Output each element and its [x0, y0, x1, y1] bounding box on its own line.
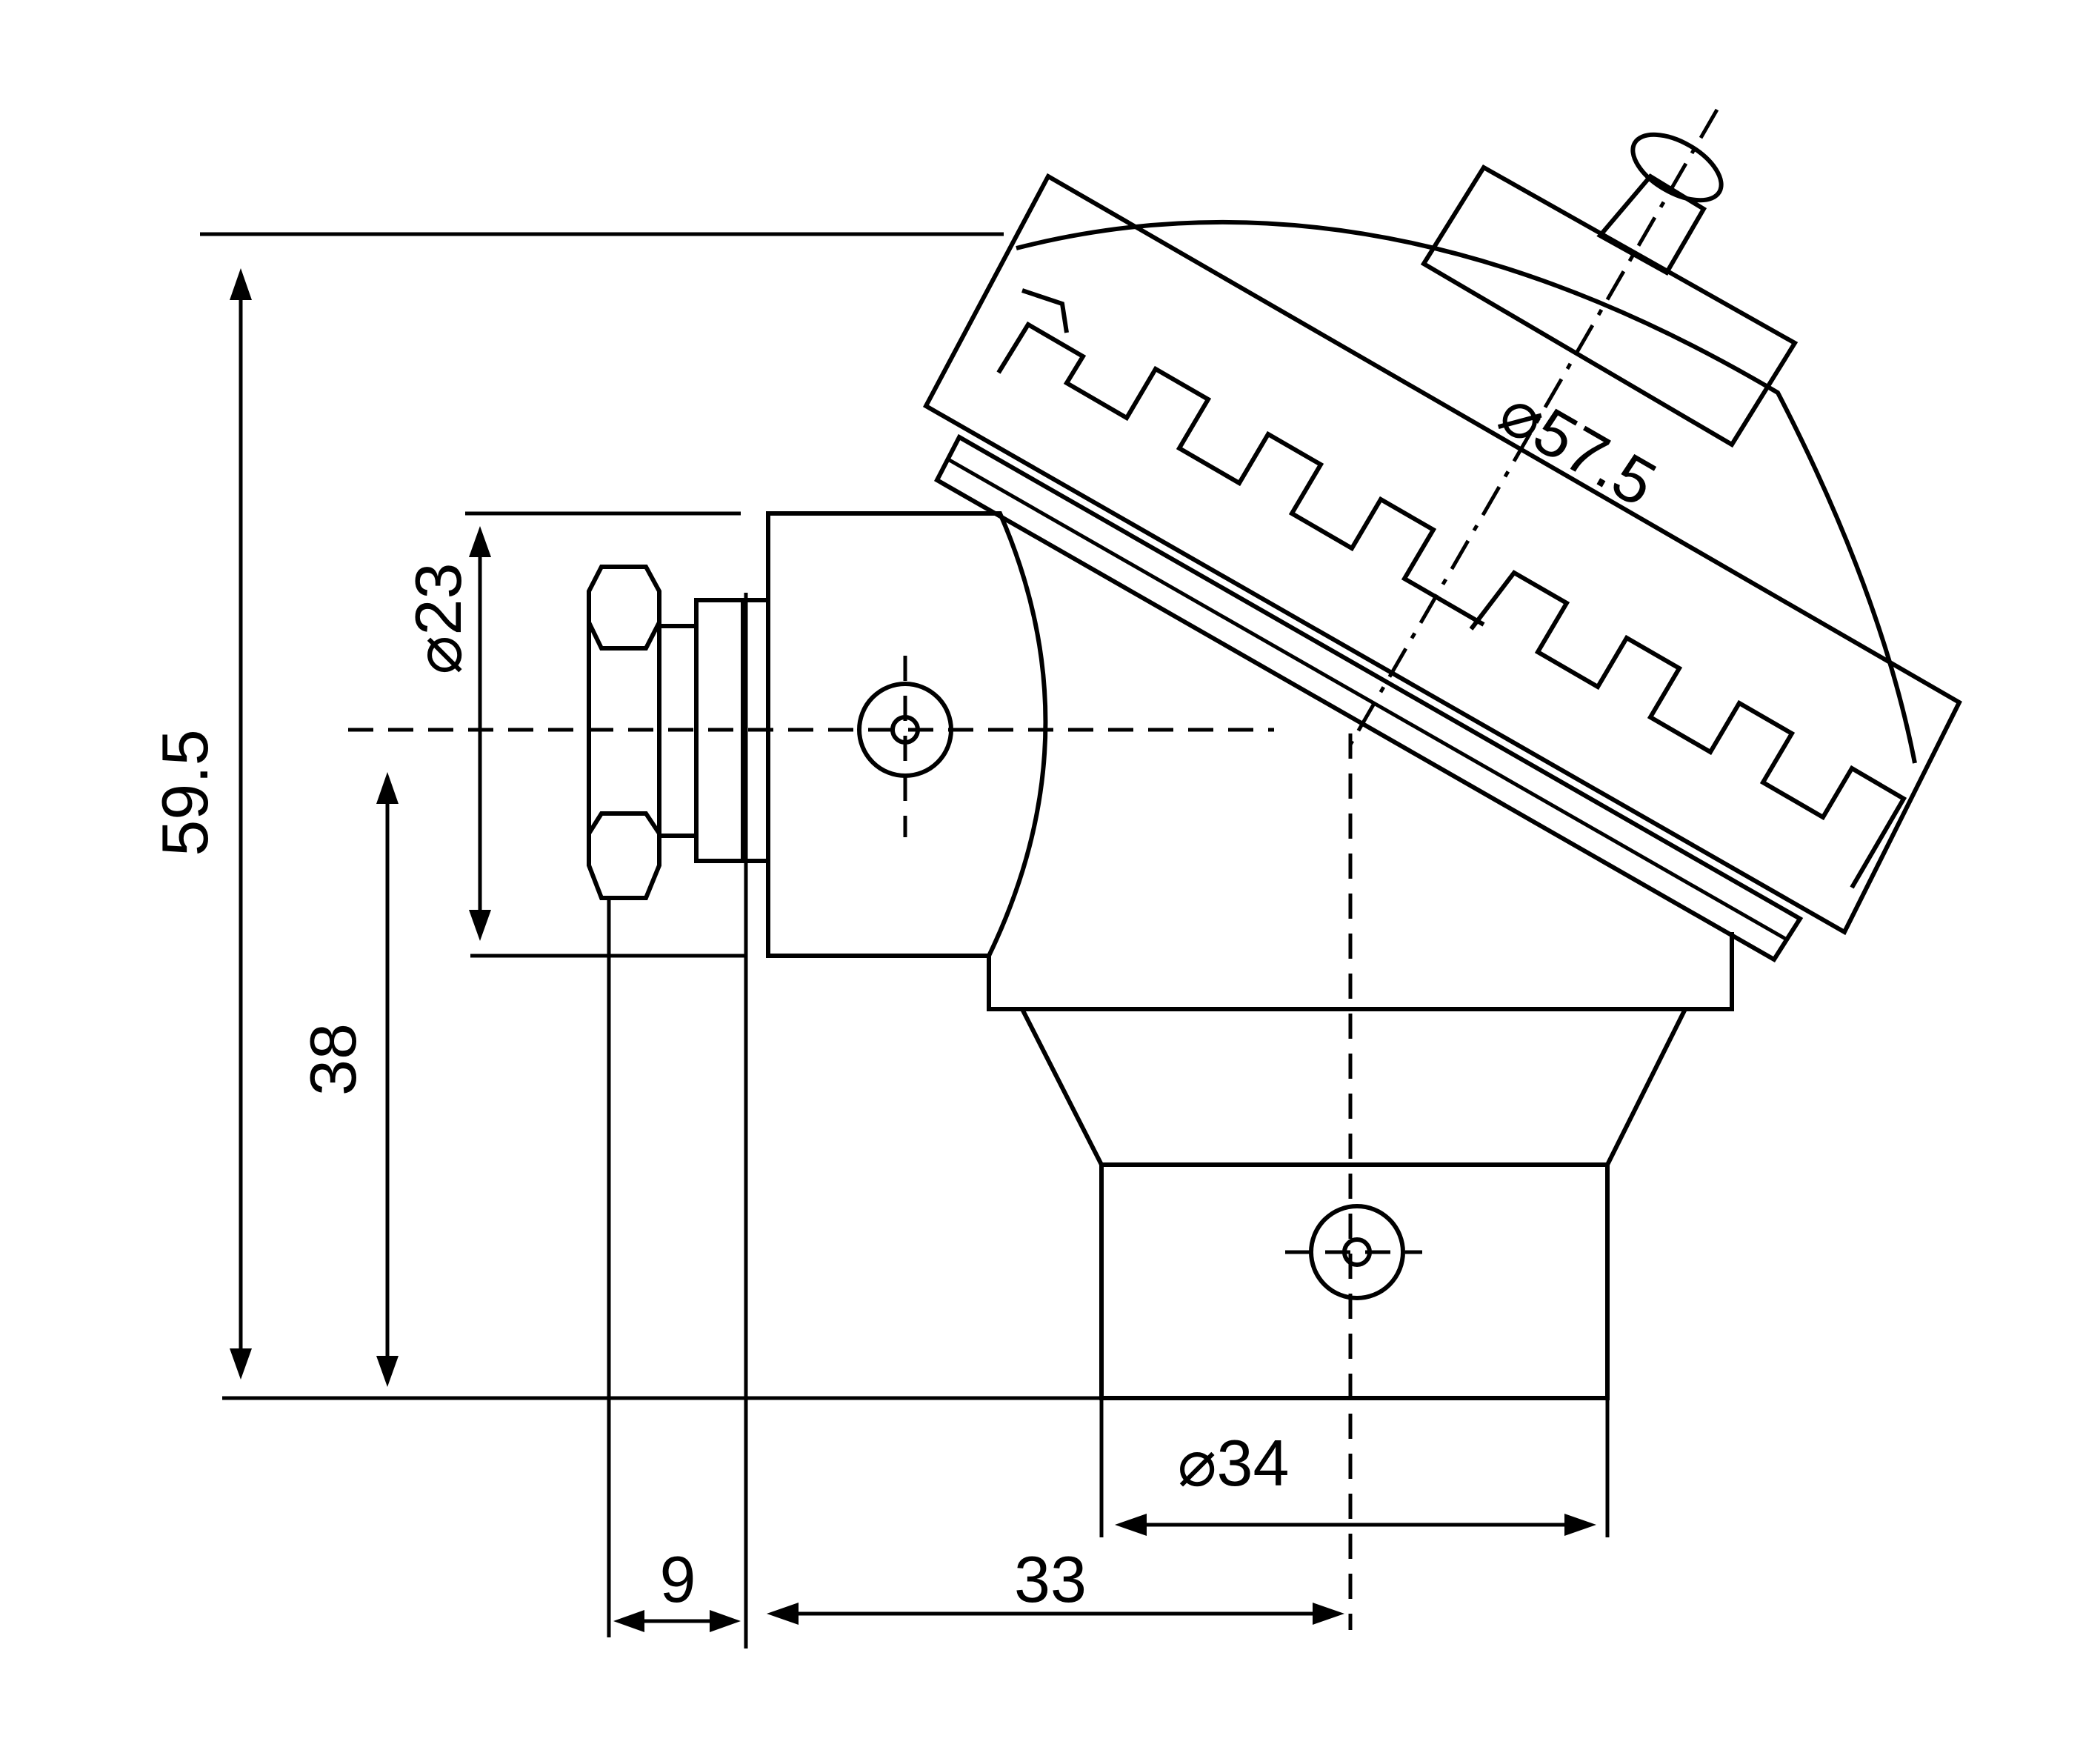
cable-gland — [587, 565, 770, 900]
dome — [1016, 219, 1917, 764]
screw-head — [1630, 132, 1724, 203]
base-screw — [1309, 1204, 1405, 1300]
cover-tab — [1420, 164, 1799, 448]
cover-plate — [922, 173, 1962, 936]
label-cover-diameter: ⌀57.5 — [1487, 374, 1668, 521]
cover-assembly — [922, 108, 1962, 963]
gland-body — [657, 598, 770, 863]
label-nut-offset: 9 — [660, 1543, 696, 1616]
dimension-arrows — [230, 268, 1596, 1632]
housing-body — [766, 219, 1917, 1400]
tapered-neck — [1020, 1008, 1687, 1167]
label-axis-offset: 33 — [1014, 1543, 1087, 1616]
base-cylinder — [1099, 1165, 1610, 1400]
cover-gasket — [934, 433, 1804, 963]
collar — [987, 932, 1734, 1011]
side-screw — [857, 682, 953, 778]
label-height-total: 59.5 — [148, 729, 221, 856]
center-lines — [348, 656, 1422, 1630]
label-base-diameter: ⌀34 — [1178, 1426, 1290, 1500]
extension-lines — [200, 232, 1610, 1648]
cover-grip-pattern — [996, 321, 1485, 627]
cover-diameter-line — [1047, 174, 1961, 705]
cover-screw — [1596, 173, 1707, 276]
hex-nut — [587, 565, 661, 900]
label-entry-diameter: ⌀23 — [401, 563, 475, 675]
cable-entry-block — [766, 511, 1048, 958]
label-height-entry: 38 — [296, 1023, 370, 1096]
